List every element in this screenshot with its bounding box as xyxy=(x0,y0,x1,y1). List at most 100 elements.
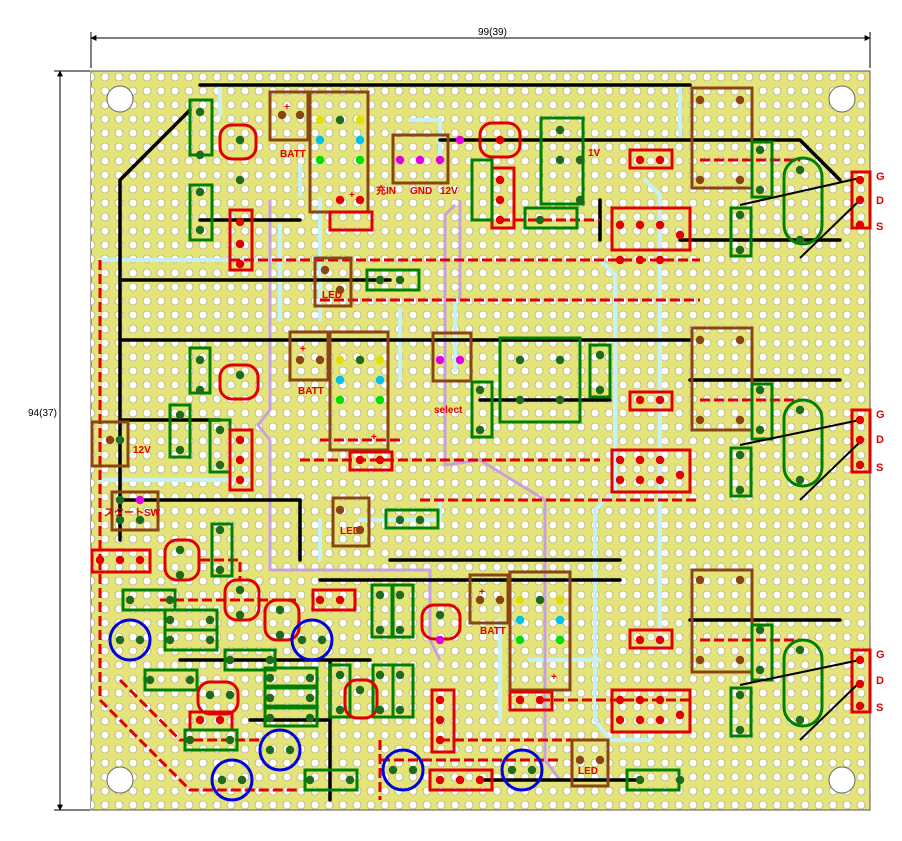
mosfet-terminal xyxy=(850,648,872,714)
component-pad xyxy=(195,107,205,117)
resistor xyxy=(143,668,199,692)
component-pad xyxy=(395,705,405,715)
component-pad xyxy=(115,635,125,645)
dc-jack xyxy=(391,133,450,185)
component-pad xyxy=(205,615,215,625)
gate-wires xyxy=(739,177,861,741)
component-pad xyxy=(375,375,385,385)
component-pad xyxy=(595,755,605,765)
component-pad xyxy=(475,425,485,435)
component-pad xyxy=(615,255,625,265)
connector xyxy=(430,688,456,754)
component-pad xyxy=(695,175,705,185)
connector xyxy=(428,768,494,792)
component-pad xyxy=(145,675,155,685)
resistor xyxy=(391,583,415,639)
led-outline xyxy=(313,256,353,308)
component-pad xyxy=(195,225,205,235)
component-pad xyxy=(395,590,405,600)
component-pad xyxy=(495,175,505,185)
relay xyxy=(610,206,692,252)
component-pad xyxy=(105,435,115,445)
pin-d-label: D xyxy=(876,434,884,446)
resistor xyxy=(729,686,753,738)
height-label: 94(37) xyxy=(28,408,57,419)
component-pad xyxy=(795,645,805,655)
component-pad xyxy=(375,355,385,365)
mounting-hole xyxy=(106,766,134,794)
capacitors xyxy=(108,618,544,802)
relay-block xyxy=(690,86,754,190)
component-pad xyxy=(655,395,665,405)
component-pad xyxy=(495,595,505,605)
component-pad xyxy=(235,610,245,620)
component-pad xyxy=(495,195,505,205)
component-pad xyxy=(495,135,505,145)
pin-s-label: S xyxy=(876,462,883,474)
component-pad xyxy=(515,615,525,625)
transistor-outline xyxy=(478,121,522,159)
led-label: LED xyxy=(340,526,360,537)
select-switch xyxy=(431,331,473,383)
component-pad xyxy=(635,715,645,725)
pin-s-label: S xyxy=(876,702,883,714)
component-pad xyxy=(735,175,745,185)
component-pad xyxy=(507,765,517,775)
component-pad xyxy=(415,155,425,165)
pin-g-label: G xyxy=(876,171,885,183)
resistor xyxy=(384,508,440,530)
component-pad xyxy=(235,435,245,445)
parts-top: + BATT + 充IN GND 12V 1V G D S LED xyxy=(188,86,885,308)
component-pad xyxy=(355,115,365,125)
dc-jack-12v xyxy=(90,420,130,468)
component-pad xyxy=(195,150,205,160)
component-pad xyxy=(235,175,245,185)
component-pad xyxy=(395,625,405,635)
component-pad xyxy=(755,385,765,395)
component-pad xyxy=(335,115,345,125)
component-pad xyxy=(855,195,865,205)
component-pad xyxy=(277,110,287,120)
pin-g-label: G xyxy=(876,649,885,661)
connector xyxy=(628,148,674,170)
component-pad xyxy=(185,735,195,745)
connector xyxy=(228,208,254,272)
mosfet-outline xyxy=(782,638,824,728)
component-pad xyxy=(435,735,445,745)
transistor-outline xyxy=(218,123,258,161)
component-pad xyxy=(535,695,545,705)
charge-in-label: 充IN xyxy=(376,184,396,197)
pin-s-label: S xyxy=(876,221,883,233)
width-label: 99(39) xyxy=(478,27,507,38)
component-pad xyxy=(355,135,365,145)
component-pad xyxy=(855,679,865,689)
component-pad xyxy=(515,355,525,365)
component-pad xyxy=(755,625,765,635)
mounting-hole xyxy=(828,766,856,794)
component-pad xyxy=(755,185,765,195)
component-pad xyxy=(295,355,305,365)
component-pad xyxy=(855,415,865,425)
component-pad xyxy=(175,410,185,420)
component-pad xyxy=(635,695,645,705)
transistor-outline xyxy=(218,363,260,401)
component-pad xyxy=(395,515,405,525)
component-pad xyxy=(695,335,705,345)
led-outline xyxy=(331,496,371,548)
component-pad xyxy=(175,445,185,455)
component-pad xyxy=(375,670,385,680)
component-pad xyxy=(95,555,105,565)
component-pad xyxy=(235,135,245,145)
pin-d-label: D xyxy=(876,195,884,207)
component-pad xyxy=(335,195,345,205)
component-pad xyxy=(735,725,745,735)
plus-label: + xyxy=(551,672,557,683)
component-pad xyxy=(615,455,625,465)
component-pad xyxy=(695,655,705,665)
component-pad xyxy=(315,115,325,125)
pin-g-label: G xyxy=(876,409,885,421)
component-pad xyxy=(455,355,465,365)
component-pad xyxy=(217,775,227,785)
component-pad xyxy=(795,475,805,485)
